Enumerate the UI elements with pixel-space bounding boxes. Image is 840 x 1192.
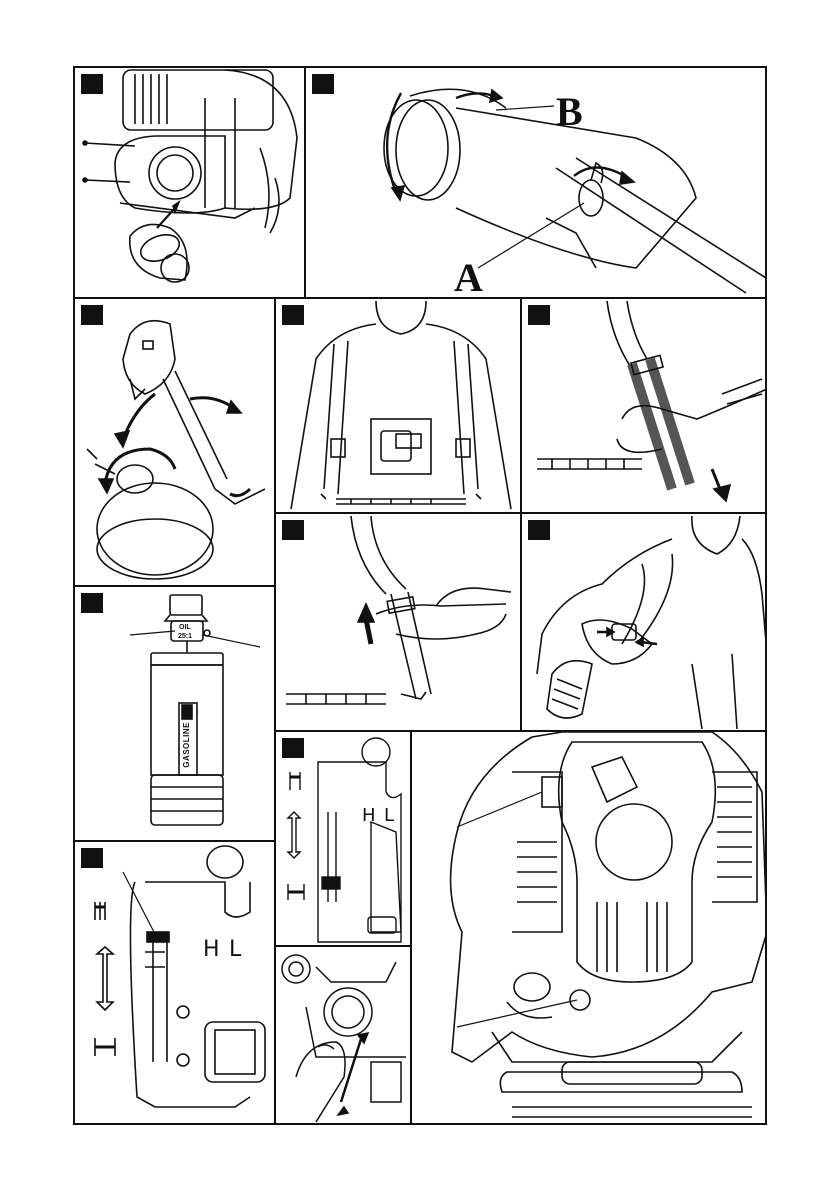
choke-lever-icon: [276, 732, 412, 947]
panel-strap-tighten: [520, 297, 767, 514]
chest-buckle-icon: [522, 514, 767, 732]
panel-engine-overview: [410, 730, 767, 1125]
strap-adjust-icon: [276, 514, 522, 732]
panel-throttle-handle: [73, 297, 276, 587]
panel-chest-buckle: [520, 512, 767, 732]
panel-fuel-mix: OIL 25:1 GASOLINE: [73, 585, 276, 842]
panel-choke-lever-closeup: H L: [73, 840, 276, 1125]
strap-adjust-icon: [522, 299, 767, 514]
container-label: GASOLINE: [182, 722, 191, 768]
label-b: B: [556, 92, 583, 132]
label-a: A: [454, 258, 483, 298]
panel-strap-loosen: [274, 512, 522, 732]
choke-label-l: L: [384, 805, 398, 826]
primer-bulb-icon: [276, 947, 412, 1125]
panel-air-intake: [73, 66, 306, 299]
backpack-strap-icon: [276, 299, 522, 514]
nozzle-lock-icon: [306, 68, 767, 299]
panel-choke-lever: H L: [274, 730, 412, 947]
air-intake-elbow-icon: [75, 68, 306, 299]
throttle-handle-icon: [75, 299, 276, 587]
choke-label-l: L: [229, 937, 247, 962]
choke-label-h: H: [203, 937, 226, 962]
panel-backpack-straps: [274, 297, 522, 514]
panel-nozzle-lock: A B: [304, 66, 767, 299]
choke-label-h: H: [362, 805, 380, 826]
oil-mark-bottom: 25:1: [178, 633, 192, 640]
engine-overview-icon: [412, 732, 767, 1125]
panel-primer-bulb: [274, 945, 412, 1125]
choke-lever-icon: [75, 842, 276, 1125]
fuel-mix-container-icon: [75, 587, 276, 842]
oil-mark-top: OIL: [179, 624, 191, 631]
